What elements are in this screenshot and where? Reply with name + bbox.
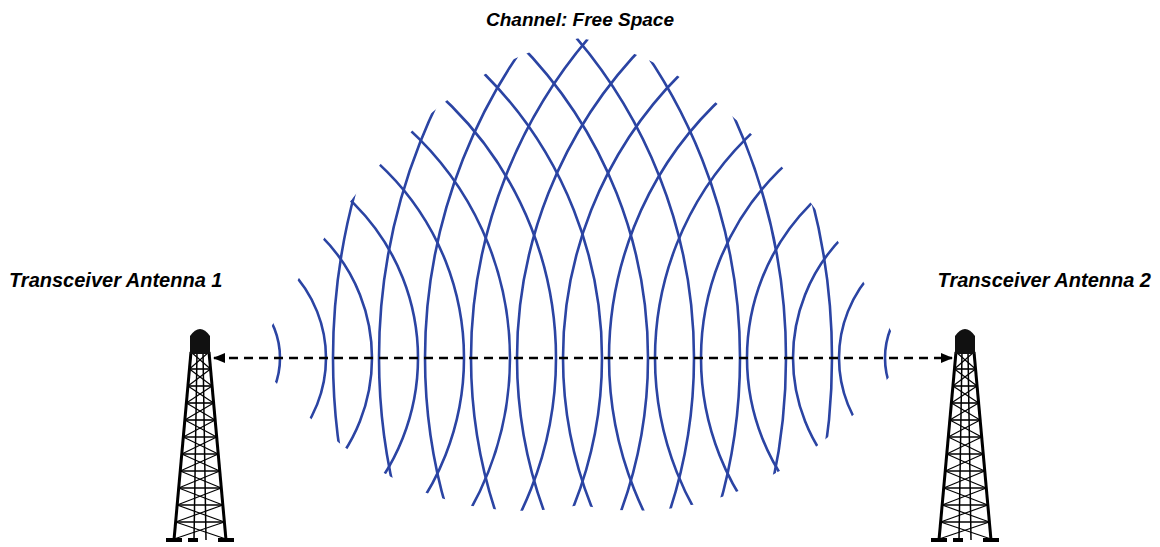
antenna-label: Transceiver Antenna 1	[6, 268, 225, 293]
wave-arc	[609, 2, 1160, 547]
wave-arc	[379, 0, 1160, 547]
wave-arc	[0, 0, 648, 547]
wave-arc	[0, 0, 832, 547]
wave-arc	[0, 0, 602, 547]
tower	[931, 329, 999, 542]
wave-arc	[0, 140, 418, 547]
wave-arc	[0, 48, 510, 547]
wave-arc	[471, 0, 1160, 547]
wave-arc	[0, 0, 694, 547]
tower	[166, 329, 234, 542]
antenna-towers	[166, 329, 999, 542]
wave-arc	[747, 140, 1160, 547]
wave-arc	[563, 0, 1160, 547]
wave-arc	[0, 94, 464, 547]
antenna-head	[955, 329, 975, 354]
wave-arc	[0, 2, 556, 547]
wave-arc	[425, 0, 1160, 547]
wave-arc	[0, 0, 786, 547]
wave-arc	[333, 0, 1160, 547]
wave-arc	[655, 48, 1160, 547]
wave-arc	[517, 0, 1160, 547]
antenna-head	[190, 329, 210, 354]
link-arrow	[214, 357, 952, 360]
antenna-label: Transceiver Antenna 2	[935, 268, 1154, 293]
wave-arc	[0, 0, 740, 547]
diagram-title: Channel: Free Space	[483, 8, 677, 32]
wave-arc	[120, 278, 280, 438]
wave-arc	[701, 94, 1160, 547]
